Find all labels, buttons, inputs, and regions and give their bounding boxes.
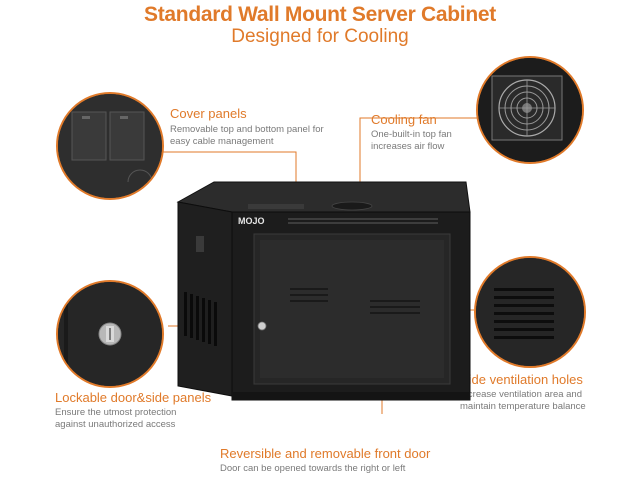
cover-panels-desc-1: Removable top and bottom panel for — [170, 124, 324, 135]
door-lock-closeup-icon — [56, 280, 164, 388]
cover-panels-title: Cover panels — [170, 106, 247, 121]
side-vent-closeup-icon — [474, 256, 586, 368]
side-latch — [196, 236, 204, 252]
front-door-desc: Door can be opened towards the right or … — [220, 463, 406, 474]
cooling-fan-desc-2: increases air flow — [371, 141, 445, 152]
side-vent-desc-2: maintain temperature balance — [460, 401, 586, 412]
cover-panel-closeup-icon — [56, 92, 164, 200]
page-subtitle: Designed for Cooling — [231, 26, 409, 47]
side-vent-title: Side ventilation holes — [460, 372, 583, 387]
lockable-door-desc-2: against unauthorized access — [55, 419, 176, 430]
cooling-fan-closeup-icon — [476, 56, 584, 164]
leader-cover-panels — [160, 151, 297, 190]
cooling-fan-desc-1: One-built-in top fan — [371, 129, 452, 140]
front-door-title: Reversible and removable front door — [220, 446, 431, 461]
cooling-fan-title: Cooling fan — [371, 112, 437, 127]
cover-panels-desc-2: easy cable management — [170, 136, 274, 147]
server-cabinet-illustration: MOJO — [176, 181, 471, 401]
top-fan-icon — [331, 201, 373, 211]
lockable-door-title: Lockable door&side panels — [55, 390, 212, 405]
brand-logo: MOJO — [238, 216, 265, 226]
cabinet-top — [176, 181, 471, 213]
lockable-door-desc-1: Ensure the utmost protection — [55, 407, 177, 418]
side-vent-desc-1: Increase ventilation area and — [460, 389, 582, 400]
door-lock-icon — [257, 321, 267, 331]
page-title: Standard Wall Mount Server Cabinet — [144, 3, 496, 26]
